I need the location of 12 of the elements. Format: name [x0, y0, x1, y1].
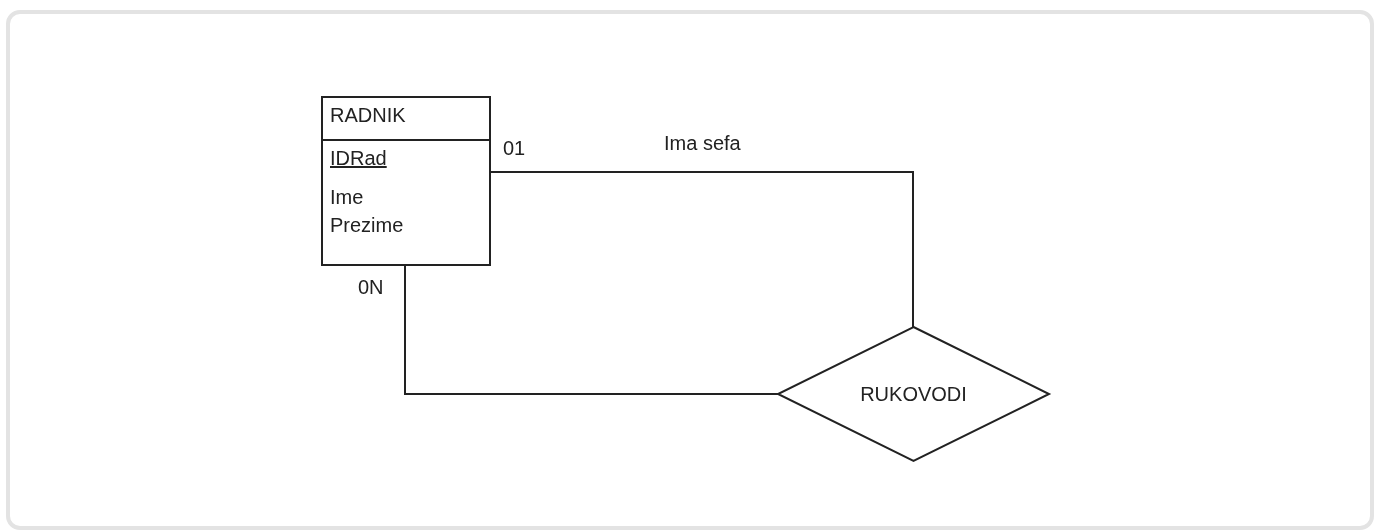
- cardinality-label: 0N: [358, 275, 384, 299]
- relationship-diamond: [775, 325, 1052, 463]
- connector-line: [489, 171, 914, 328]
- cardinality-label: 01: [503, 136, 526, 160]
- entity-name: RADNIK: [330, 103, 406, 127]
- relationship-name: RUKOVODI: [860, 382, 967, 406]
- attribute-name: Prezime: [330, 213, 404, 237]
- edge-label: Ima sefa: [664, 131, 741, 155]
- connector-line: [404, 264, 779, 395]
- primary-key-attribute: IDRad: [330, 146, 387, 170]
- entity-box: [321, 96, 491, 266]
- attribute-name: Ime: [330, 185, 364, 209]
